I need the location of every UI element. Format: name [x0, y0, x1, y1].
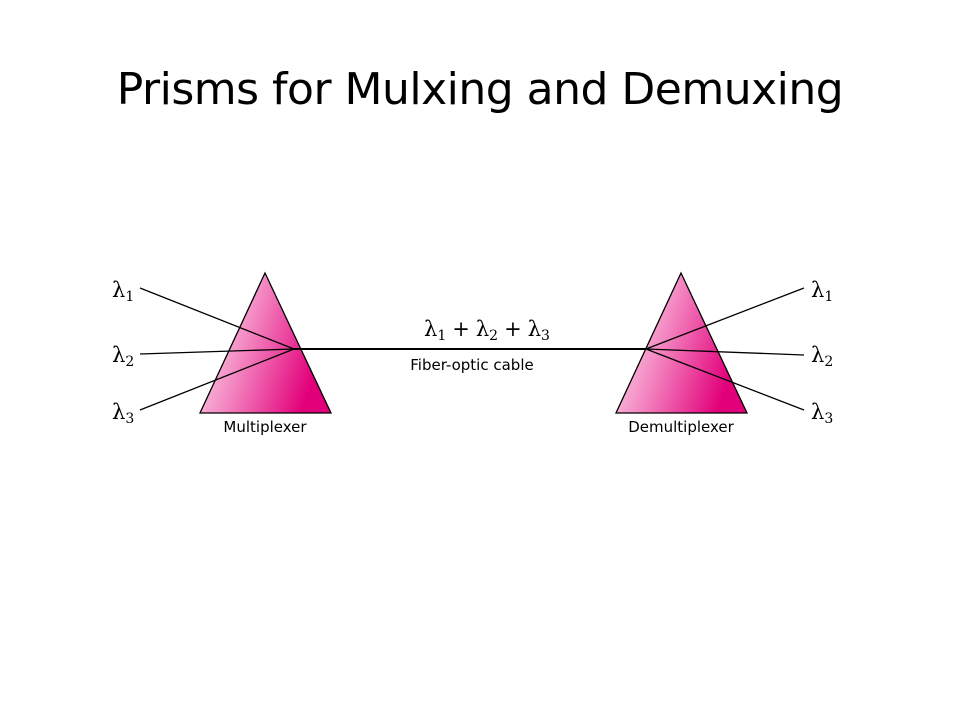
demultiplexer-prism	[614, 271, 749, 414]
input-ray-3	[139, 348, 295, 411]
input-label-1: λ1	[112, 278, 134, 305]
slide-title: Prisms for Mulxing and Demuxing	[116, 64, 844, 115]
output-ray-3	[645, 348, 805, 411]
multiplexer-prism	[198, 271, 333, 414]
combined-wavelength-label: λ1+λ2+λ3	[424, 317, 550, 344]
cable-label: Fiber-optic cable	[410, 356, 533, 374]
output-label-1: λ1	[811, 278, 833, 305]
demultiplexer-label: Demultiplexer	[628, 418, 734, 436]
multiplexer-label: Multiplexer	[223, 418, 307, 436]
output-label-2: λ2	[811, 343, 833, 370]
output-ray-1	[645, 287, 805, 350]
input-ray-2	[139, 348, 295, 355]
input-label-2: λ2	[112, 343, 134, 370]
output-ray-2	[645, 348, 805, 356]
input-ray-1	[139, 287, 295, 350]
output-label-3: λ3	[811, 400, 833, 427]
input-label-3: λ3	[112, 400, 134, 427]
